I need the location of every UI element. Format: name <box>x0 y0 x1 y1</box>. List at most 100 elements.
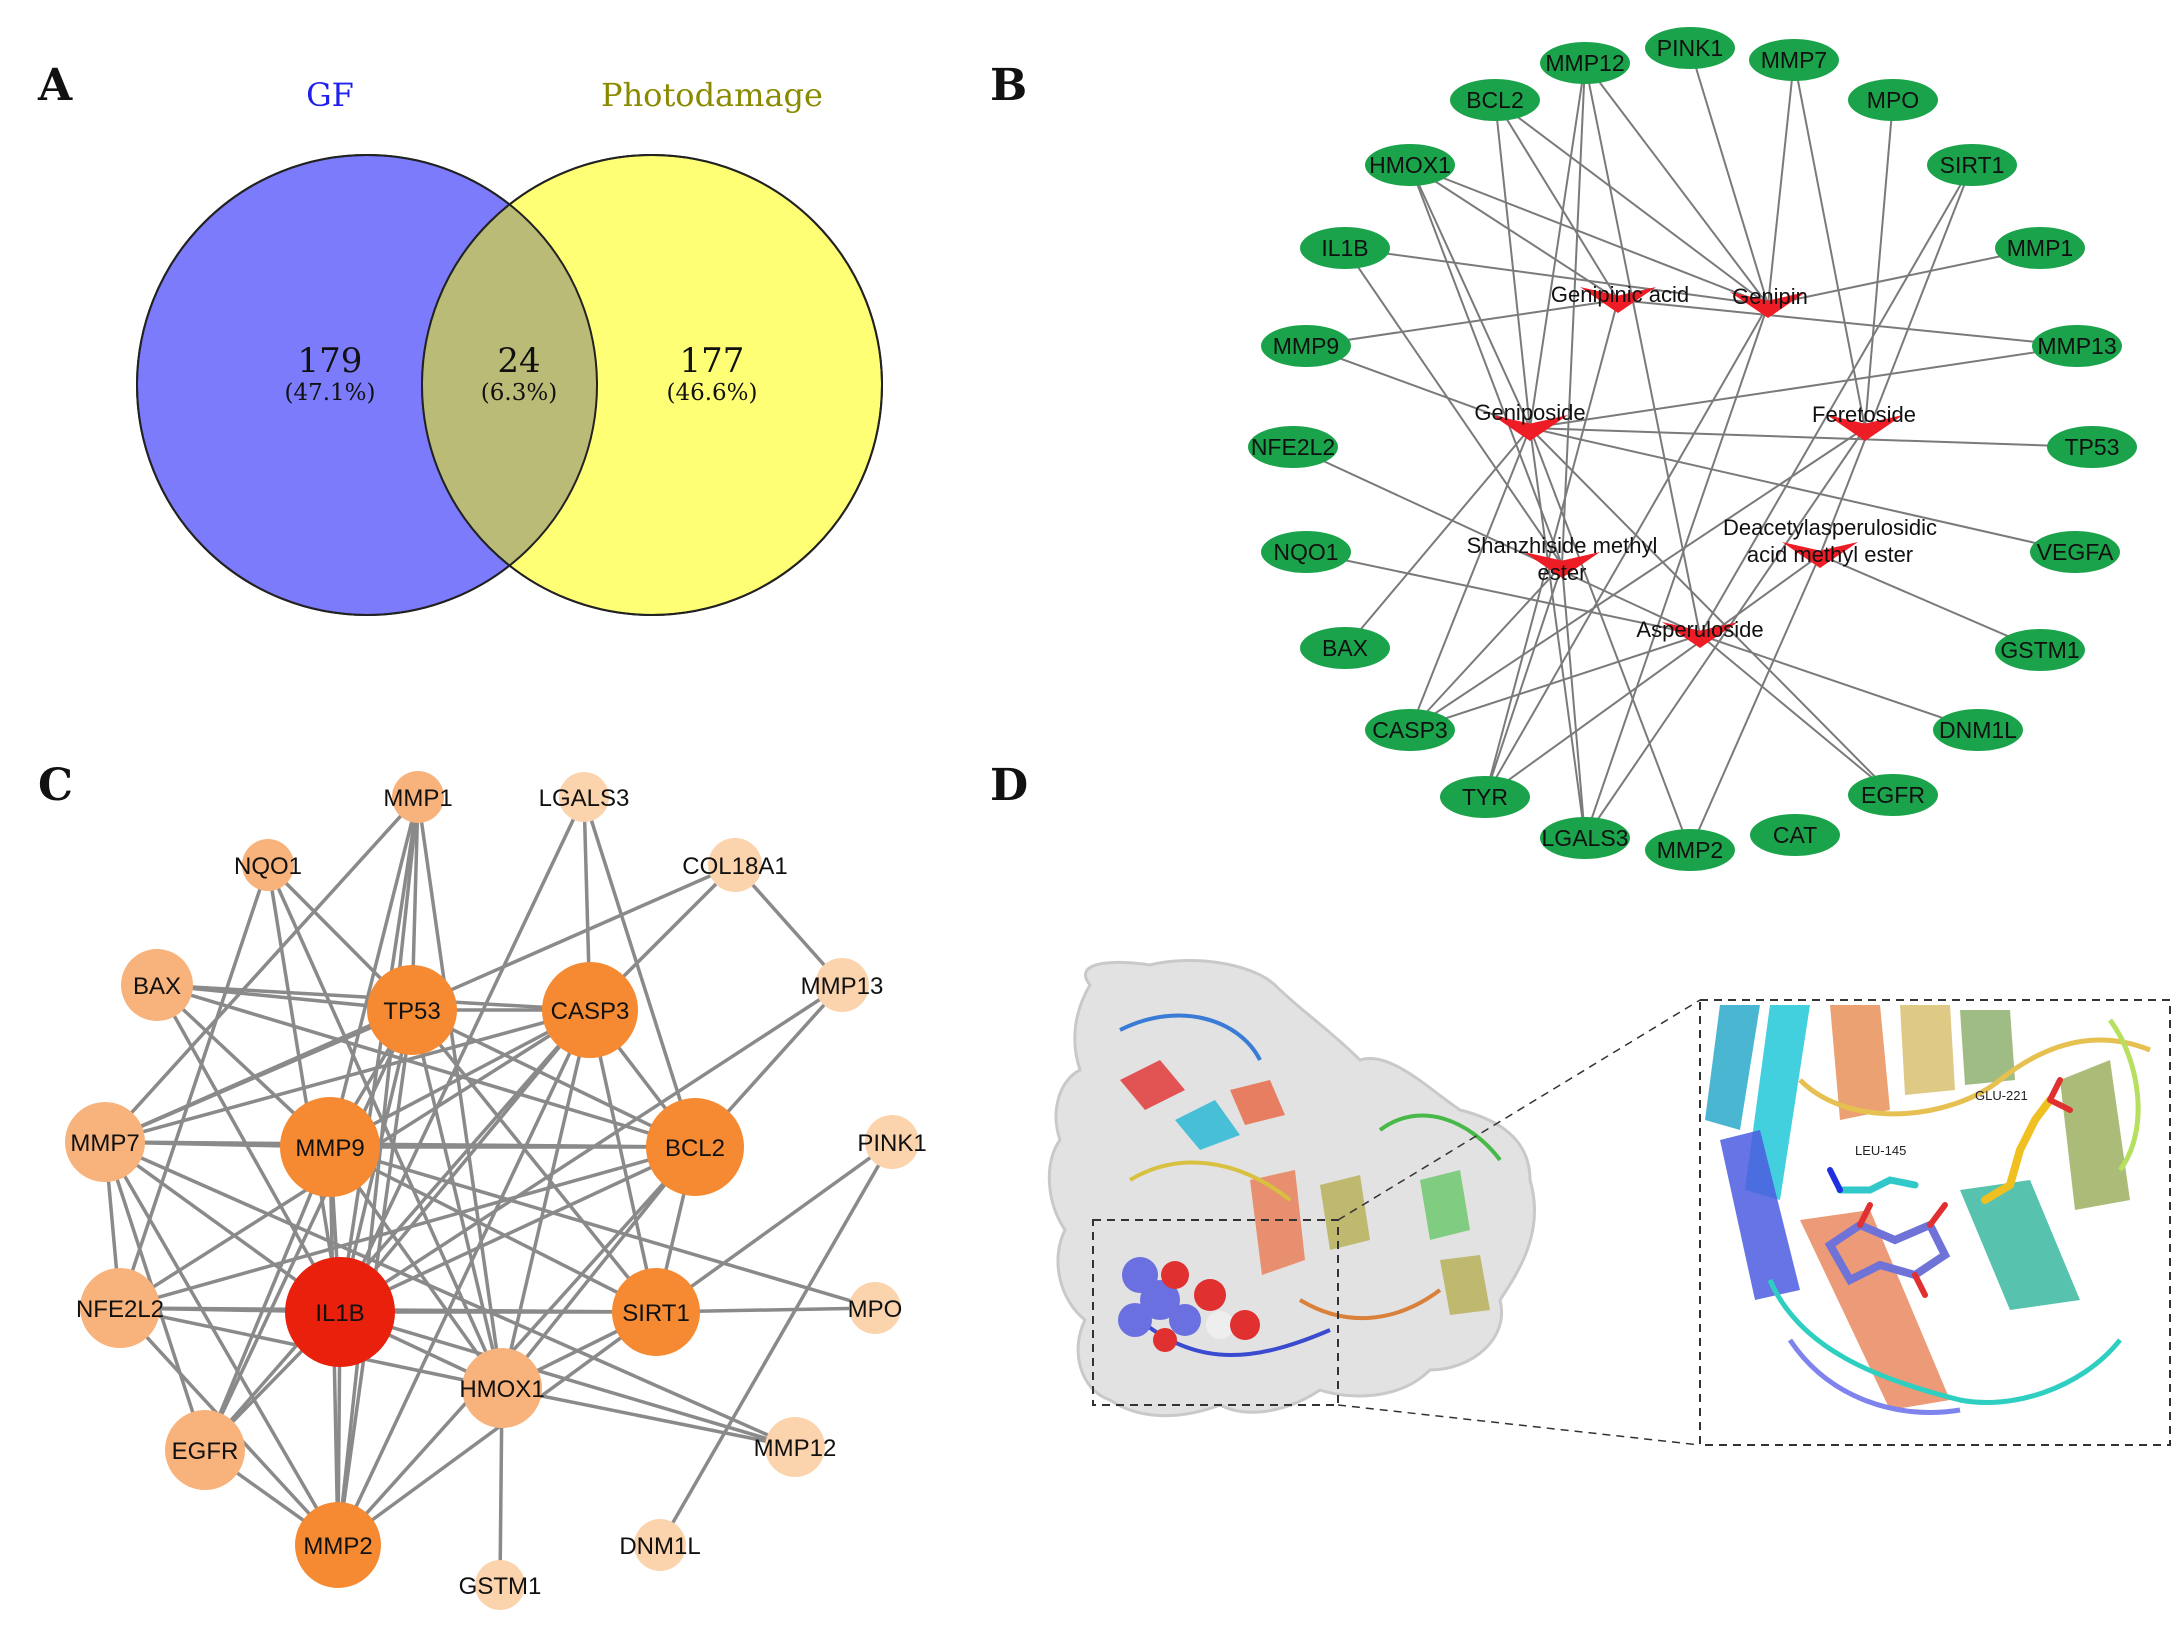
target-node-label: DNM1L <box>1939 717 2017 743</box>
target-node-mmp9: MMP9 <box>1261 325 1351 367</box>
ppi-node-circle <box>542 962 638 1058</box>
ppi-node-circle <box>242 839 294 891</box>
target-node-shape <box>1440 776 1530 818</box>
network-edge <box>1529 345 2078 429</box>
binding-site-box <box>1092 1219 1339 1406</box>
panel-label-c: C <box>38 760 73 811</box>
network-edge <box>1494 99 1531 429</box>
compound-node-shape <box>1782 542 1858 568</box>
target-node-label: MMP12 <box>1545 50 1624 76</box>
target-node-il1b: IL1B <box>1300 227 1390 269</box>
network-edge <box>1529 427 2076 553</box>
ppi-node-circle <box>65 1102 145 1182</box>
compound-node-shape <box>1662 622 1738 648</box>
ppi-node-circle <box>295 1502 381 1588</box>
target-node-label: GSTM1 <box>2000 637 2079 663</box>
target-node-label: MMP7 <box>1761 47 1827 73</box>
network-edge <box>1494 99 1769 306</box>
compound-node-shape <box>1524 552 1600 578</box>
ppi-node-circle <box>849 1282 901 1334</box>
target-node-mmp12: MMP12 <box>1540 42 1630 84</box>
venn-diagram: GF Photodamage 179 (47.1%) 24 (6.3%) 177… <box>136 76 883 616</box>
network-edge <box>1344 427 1531 649</box>
target-node-mmp1: MMP1 <box>1995 227 2085 269</box>
network-edge <box>1584 427 1866 839</box>
ppi-node-label: MMP9 <box>295 1135 364 1162</box>
compound-node-genipinic: Genipinic acid <box>1551 282 1689 313</box>
venn-intersection-pct: (6.3%) <box>481 380 557 406</box>
ppi-node-circle <box>634 1519 686 1571</box>
network-edge <box>1767 247 2041 306</box>
ppi-edge <box>338 796 420 1313</box>
network-edge <box>1484 564 1563 798</box>
ppi-node-label: MMP7 <box>70 1130 139 1157</box>
venn-left-pct: (47.1%) <box>284 380 375 406</box>
compound-node-label: Geniposide <box>1474 400 1585 425</box>
ppi-node-mmp13: MMP13 <box>801 958 883 1012</box>
network-edge <box>1409 427 1531 731</box>
network-edge <box>1409 164 1531 429</box>
network-edge <box>1561 564 1586 839</box>
ppi-edge <box>582 796 697 1148</box>
ppi-edge <box>658 1141 894 1546</box>
ppi-node-circle <box>708 838 762 892</box>
ppi-edge <box>654 1140 894 1314</box>
target-node-label: MPO <box>1867 87 1919 113</box>
ppi-node-mmp12: MMP12 <box>754 1417 837 1477</box>
compound-node-label-line: Shanzhiside methyl <box>1467 533 1658 558</box>
target-node-shape <box>1365 709 1455 751</box>
target-node-tyr: TYR <box>1440 776 1530 818</box>
network-edge <box>1529 427 1894 796</box>
ppi-node-label: BAX <box>133 973 181 1000</box>
ppi-node-label: MPO <box>848 1296 903 1323</box>
ppi-node-col18a1: COL18A1 <box>682 838 788 892</box>
target-node-shape <box>1933 709 2023 751</box>
network-edge <box>1409 164 1619 301</box>
network-edge <box>1494 99 1619 301</box>
ppi-node-label: MMP2 <box>303 1533 372 1560</box>
ppi-node-egfr: EGFR <box>165 1410 245 1490</box>
target-node-dnm1l: DNM1L <box>1933 709 2023 751</box>
ppi-edge <box>329 1145 657 1314</box>
target-node-hmox1: HMOX1 <box>1365 144 1455 186</box>
compound-node-label-line: acid methyl ester <box>1747 542 1913 567</box>
ppi-node-lgals3: LGALS3 <box>539 772 629 822</box>
ppi-edge <box>329 1145 876 1310</box>
ligand-spheres <box>1118 1257 1260 1352</box>
ppi-node-bax: BAX <box>121 949 193 1021</box>
ppi-node-circle <box>612 1268 700 1356</box>
ppi-node-label: BCL2 <box>665 1135 725 1162</box>
ppi-edge <box>501 1386 796 1449</box>
network-edge <box>1344 247 1769 306</box>
ppi-edge <box>588 1009 658 1313</box>
ppi-edge <box>118 864 270 1309</box>
panel-label-a: A <box>37 60 73 111</box>
ppi-node-circle <box>815 958 869 1012</box>
ppi-node-label: MMP12 <box>754 1435 837 1462</box>
ppi-node-circle <box>280 1097 380 1197</box>
target-node-shape <box>1540 817 1630 859</box>
ppi-node-mmp9: MMP9 <box>280 1097 380 1197</box>
network-edge <box>1699 634 1979 731</box>
ppi-node-label: GSTM1 <box>459 1573 542 1600</box>
network-edge <box>1484 304 1769 798</box>
network-edge <box>1819 554 2041 651</box>
ppi-node-circle <box>559 772 609 822</box>
compound-node-shape <box>1730 292 1806 318</box>
ppi-edge <box>336 796 420 1546</box>
ppi-node-mmp2: MMP2 <box>295 1502 381 1588</box>
target-node-label: PINK1 <box>1657 35 1723 61</box>
residue-label-glu221: GLU-221 <box>1975 1088 2028 1103</box>
residue-label-leu145: LEU-145 <box>1855 1143 1906 1158</box>
network-edge <box>1305 299 1619 347</box>
ppi-node-circle <box>392 771 444 823</box>
target-node-lgals3: LGALS3 <box>1540 817 1630 859</box>
compound-node-shape <box>1827 415 1903 441</box>
network-edge <box>1699 164 1973 636</box>
network-edge <box>1767 59 1795 306</box>
ppi-node-label: MMP1 <box>383 785 452 812</box>
target-node-shape <box>2032 325 2122 367</box>
ppi-node-circle <box>765 1417 825 1477</box>
